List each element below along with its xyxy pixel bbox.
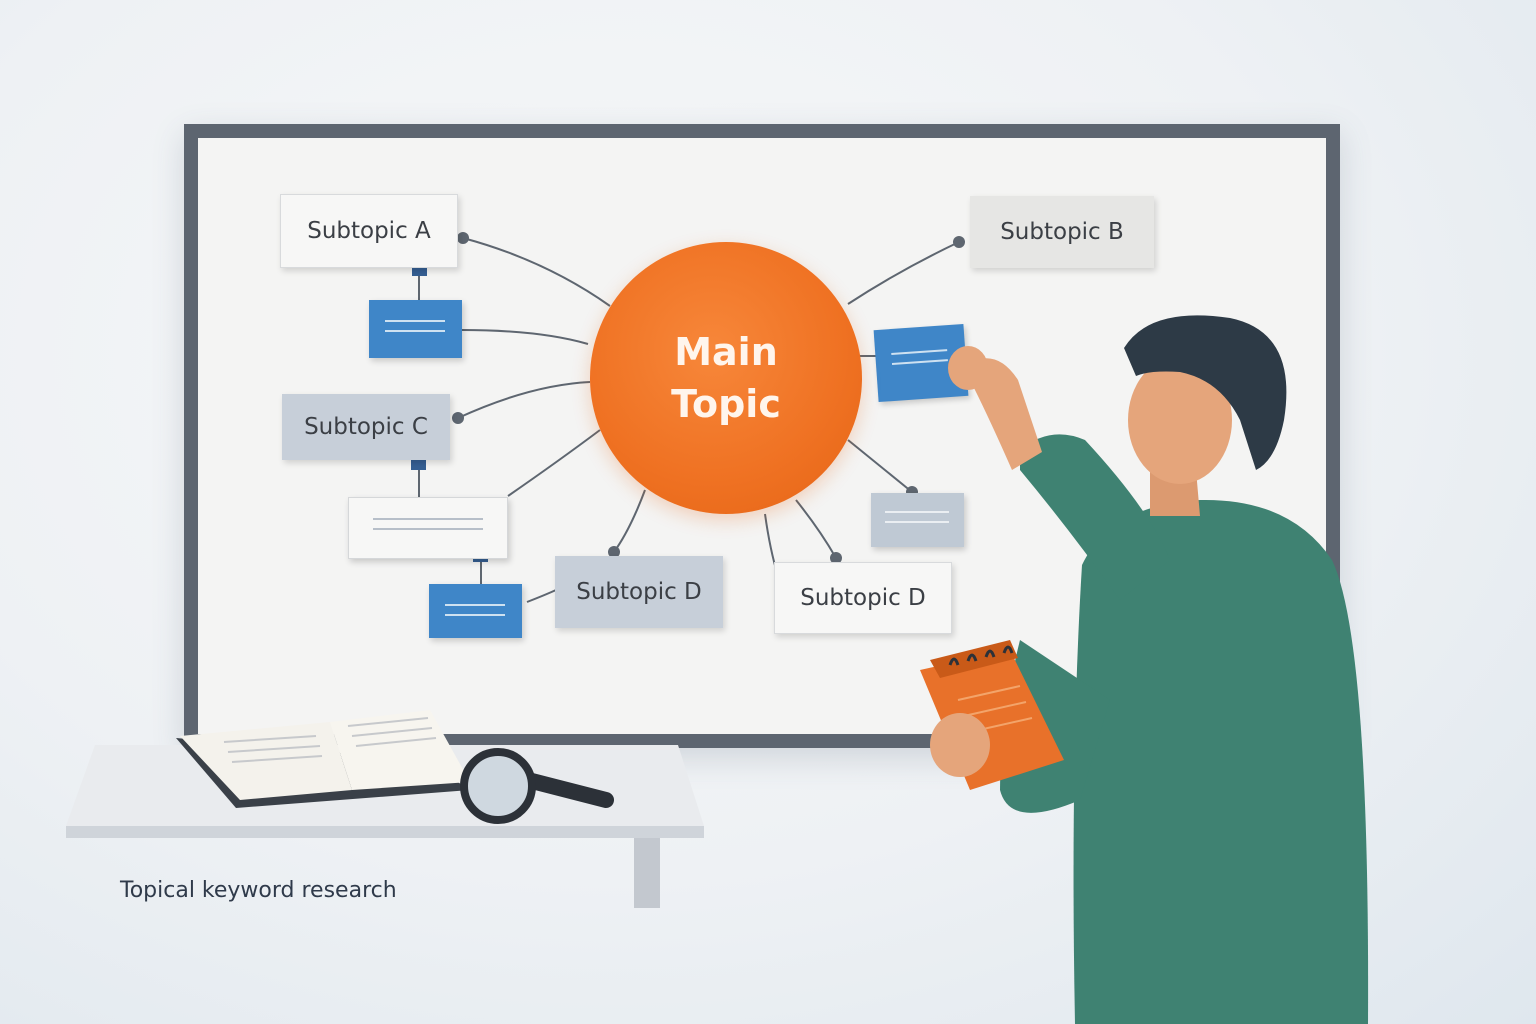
subtopic-a-label: Subtopic A: [307, 218, 431, 244]
main-topic-label: Main Topic: [671, 330, 781, 426]
subtopic-b-label: Subtopic B: [1000, 219, 1124, 245]
subtopic-d-label: Subtopic D: [576, 579, 702, 605]
subtopic-b-card: Subtopic B: [970, 196, 1154, 268]
connector-line: [462, 237, 611, 307]
connector-line: [457, 381, 591, 419]
connector-dot: [830, 552, 842, 564]
sticky-note-grey: [871, 493, 964, 547]
subtopic-a-card: Subtopic A: [280, 194, 458, 268]
connector-line: [847, 241, 960, 305]
magnifying-glass-icon: [460, 748, 614, 824]
open-book-icon: [176, 710, 470, 808]
arm-skin: [974, 358, 1042, 470]
hand-lower: [930, 713, 990, 777]
subtopic-d-card-2: Subtopic D: [774, 562, 952, 634]
subtopic-c-card: Subtopic C: [282, 394, 450, 460]
sticky-note-blue-2: [429, 584, 522, 638]
subtopic-c-label: Subtopic C: [304, 414, 428, 440]
hand: [948, 346, 988, 390]
sticky-note-blue: [369, 300, 462, 358]
desk-edge: [66, 826, 704, 838]
desk-leg: [634, 838, 660, 908]
face: [1128, 356, 1232, 484]
connector-line: [795, 499, 837, 559]
connector-dot: [608, 546, 620, 558]
connector-line: [461, 329, 589, 345]
caption: Topical keyword research: [120, 878, 397, 903]
hair: [1124, 315, 1287, 470]
main-topic-circle: Main Topic: [590, 242, 862, 514]
subtopic-d-card: Subtopic D: [555, 556, 723, 628]
connector-line: [526, 589, 557, 603]
connector-line: [847, 439, 913, 493]
subtopic-d-label-2: Subtopic D: [800, 585, 926, 611]
connector-dot: [457, 232, 469, 244]
sticky-note-white: [348, 497, 508, 559]
connector-dot: [452, 412, 464, 424]
person: [920, 315, 1369, 1024]
connector-line: [507, 429, 601, 497]
connector-dot: [953, 236, 965, 248]
